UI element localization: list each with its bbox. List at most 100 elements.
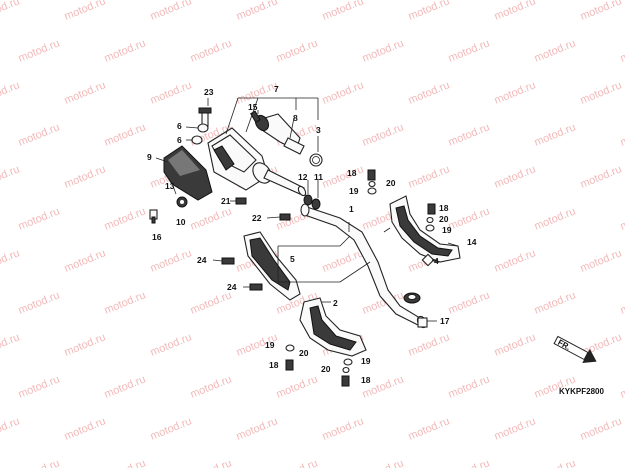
callout-10: 10 — [176, 217, 186, 227]
callout-18: 18 — [347, 168, 357, 178]
watermark-text: motod.ru — [493, 0, 538, 23]
watermark-text: motod.ru — [63, 163, 108, 190]
watermark-text: motod.ru — [0, 0, 21, 23]
callout-24: 24 — [227, 282, 237, 292]
cover-14-part — [389, 195, 461, 263]
watermark-text: motod.ru — [17, 205, 62, 232]
watermark-text: motod.ru — [447, 205, 492, 232]
watermark-text: motod.ru — [533, 37, 578, 64]
watermark-text: motod.ru — [447, 121, 492, 148]
callout-18: 18 — [269, 360, 279, 370]
watermark-text: motod.ru — [321, 415, 366, 442]
callout-18: 18 — [439, 203, 449, 213]
watermark-text: motod.ru — [149, 79, 194, 106]
watermark-text: motod.ru — [103, 37, 148, 64]
leader-lines — [155, 97, 459, 322]
watermark-text: motod.ru — [493, 415, 538, 442]
callout-4: 4 — [434, 256, 439, 266]
watermark-text: motod.ru — [407, 0, 452, 23]
watermark-text: motod.ru — [321, 79, 366, 106]
watermark-text: motod.ru — [361, 457, 406, 468]
watermark-text: motod.ru — [189, 457, 234, 468]
callout-22: 22 — [252, 213, 262, 223]
callout-19: 19 — [442, 225, 452, 235]
watermark-text: motod.ru — [533, 205, 578, 232]
watermark-text: motod.ru — [63, 415, 108, 442]
callout-8: 8 — [293, 113, 298, 123]
watermark-text: motod.ru — [63, 79, 108, 106]
watermark-text: motod.ru — [17, 121, 62, 148]
watermark-text: motod.ru — [103, 205, 148, 232]
callout-24: 24 — [197, 255, 207, 265]
watermark-text: motod.ru — [17, 37, 62, 64]
watermark-text: motod.ru — [361, 37, 406, 64]
watermark-text: motod.ru — [189, 205, 234, 232]
callout-20: 20 — [299, 348, 309, 358]
callout-19: 19 — [265, 340, 275, 350]
watermark-text: motod.ru — [447, 457, 492, 468]
watermark-text: motod.ru — [579, 79, 624, 106]
watermark-text: motod.ru — [149, 247, 194, 274]
watermark-text: motod.ru — [493, 247, 538, 274]
callout-16: 16 — [152, 232, 162, 242]
watermark-text: motod.ru — [533, 289, 578, 316]
front-arrow: FR. — [553, 335, 597, 364]
watermark-text: motod.ru — [447, 289, 492, 316]
callout-1: 1 — [349, 204, 354, 214]
watermark-text: motod.ru — [579, 163, 624, 190]
cover-2-part — [299, 297, 367, 357]
watermark-text: motod.ru — [189, 373, 234, 400]
watermark-text: motod.ru — [103, 289, 148, 316]
watermark-text: motod.ru — [619, 289, 625, 316]
watermark-text: motod.ru — [275, 37, 320, 64]
callout-2: 2 — [333, 298, 338, 308]
watermark-text: motod.ru — [149, 0, 194, 23]
watermark-text: motod.ru — [103, 121, 148, 148]
callout-11: 11 — [314, 172, 323, 182]
callout-5: 5 — [290, 254, 295, 264]
watermark-text: motod.ru — [619, 205, 625, 232]
watermark-text: motod.ru — [103, 373, 148, 400]
watermark-text: motod.ru — [619, 373, 625, 400]
watermark-text: motod.ru — [493, 331, 538, 358]
protector-part — [243, 231, 301, 301]
watermark-text: motod.ru — [0, 79, 21, 106]
callout-20: 20 — [386, 178, 396, 188]
watermark-text: motod.ru — [189, 289, 234, 316]
watermark-text: motod.ru — [493, 79, 538, 106]
watermark-text: motod.ru — [579, 247, 624, 274]
watermark-text: motod.ru — [235, 0, 280, 23]
watermark-text: motod.ru — [447, 37, 492, 64]
watermark-text: motod.ru — [275, 457, 320, 468]
watermark-text: motod.ru — [0, 163, 21, 190]
heat-shield-part — [163, 145, 213, 201]
watermark-text: motod.ru — [579, 0, 624, 23]
watermark-text: motod.ru — [533, 457, 578, 468]
callout-7: 7 — [274, 84, 279, 94]
callout-9: 9 — [147, 152, 152, 162]
watermark-text: motod.ru — [149, 331, 194, 358]
watermark-text: motod.ru — [275, 373, 320, 400]
watermark-text: motod.ru — [321, 247, 366, 274]
watermark-text: motod.ru — [533, 121, 578, 148]
callout-13: 13 — [165, 181, 175, 191]
watermark-text: motod.ru — [17, 289, 62, 316]
watermark-text: motod.ru — [407, 331, 452, 358]
callout-14: 14 — [467, 237, 477, 247]
callout-19: 19 — [361, 356, 371, 366]
callout-6: 6 — [177, 135, 182, 145]
watermark-text: motod.ru — [103, 457, 148, 468]
watermark-text: motod.ru — [579, 415, 624, 442]
callout-20: 20 — [439, 214, 449, 224]
diagram-code: KYKPF2800 — [559, 387, 604, 396]
watermark-text: motod.ru — [407, 79, 452, 106]
callout-3: 3 — [316, 125, 321, 135]
watermark-text: motod.ru — [63, 247, 108, 274]
watermark-text: motod.ru — [407, 415, 452, 442]
callout-21: 21 — [221, 196, 231, 206]
watermark-text: motod.ru — [619, 37, 625, 64]
